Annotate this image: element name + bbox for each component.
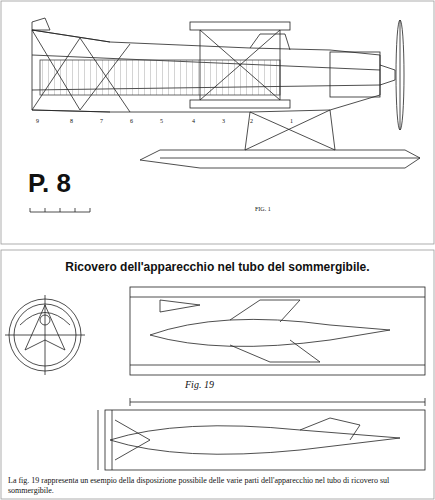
station-number: 3 — [222, 118, 225, 124]
figure-caption: La fig. 19 rappresenta un esempio della … — [8, 476, 428, 495]
tube-plan-view — [98, 398, 425, 470]
panel-frame — [1, 1, 434, 244]
figure-number: Fig. 19 — [185, 380, 214, 390]
biplane-wings — [190, 22, 290, 108]
station-number: 6 — [130, 118, 133, 124]
tube-section — [5, 295, 85, 375]
station-number: 7 — [100, 118, 103, 124]
station-number: 4 — [192, 118, 195, 124]
panel-frame — [1, 250, 434, 499]
station-number: 5 — [160, 118, 163, 124]
scale-bar — [30, 208, 90, 212]
engine-propeller — [330, 20, 404, 130]
station-number: 9 — [36, 118, 39, 124]
float — [140, 110, 420, 168]
figure-title: Ricovero dell'apparecchio nel tubo del s… — [0, 261, 435, 273]
plane-designation: P. 8 — [28, 170, 71, 196]
station-number: 8 — [70, 118, 73, 124]
station-number: 1 — [290, 118, 293, 124]
fuselage — [32, 18, 380, 112]
station-number: 2 — [250, 118, 253, 124]
tube-side-view — [130, 287, 425, 375]
figure-number: FIG. 1 — [255, 206, 271, 212]
